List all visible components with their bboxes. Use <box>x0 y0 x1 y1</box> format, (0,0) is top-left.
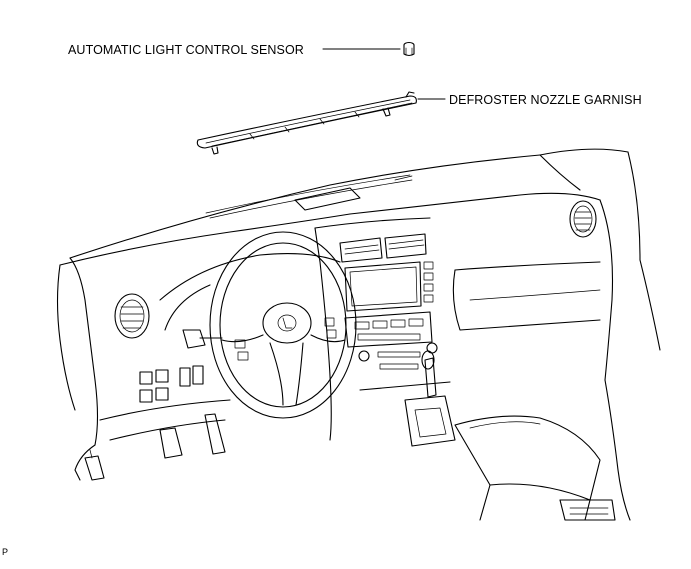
figure-code: P <box>2 547 9 557</box>
center-console <box>314 217 616 521</box>
dashboard-panel <box>56 148 661 521</box>
defroster-nozzle-garnish-part <box>196 91 446 155</box>
garnish-callout-label: DEFROSTER NOZZLE GARNISH <box>449 93 642 107</box>
steering-wheel <box>182 231 357 419</box>
sensor-callout-label: AUTOMATIC LIGHT CONTROL SENSOR <box>68 43 304 57</box>
light-control-sensor-part <box>322 41 415 57</box>
